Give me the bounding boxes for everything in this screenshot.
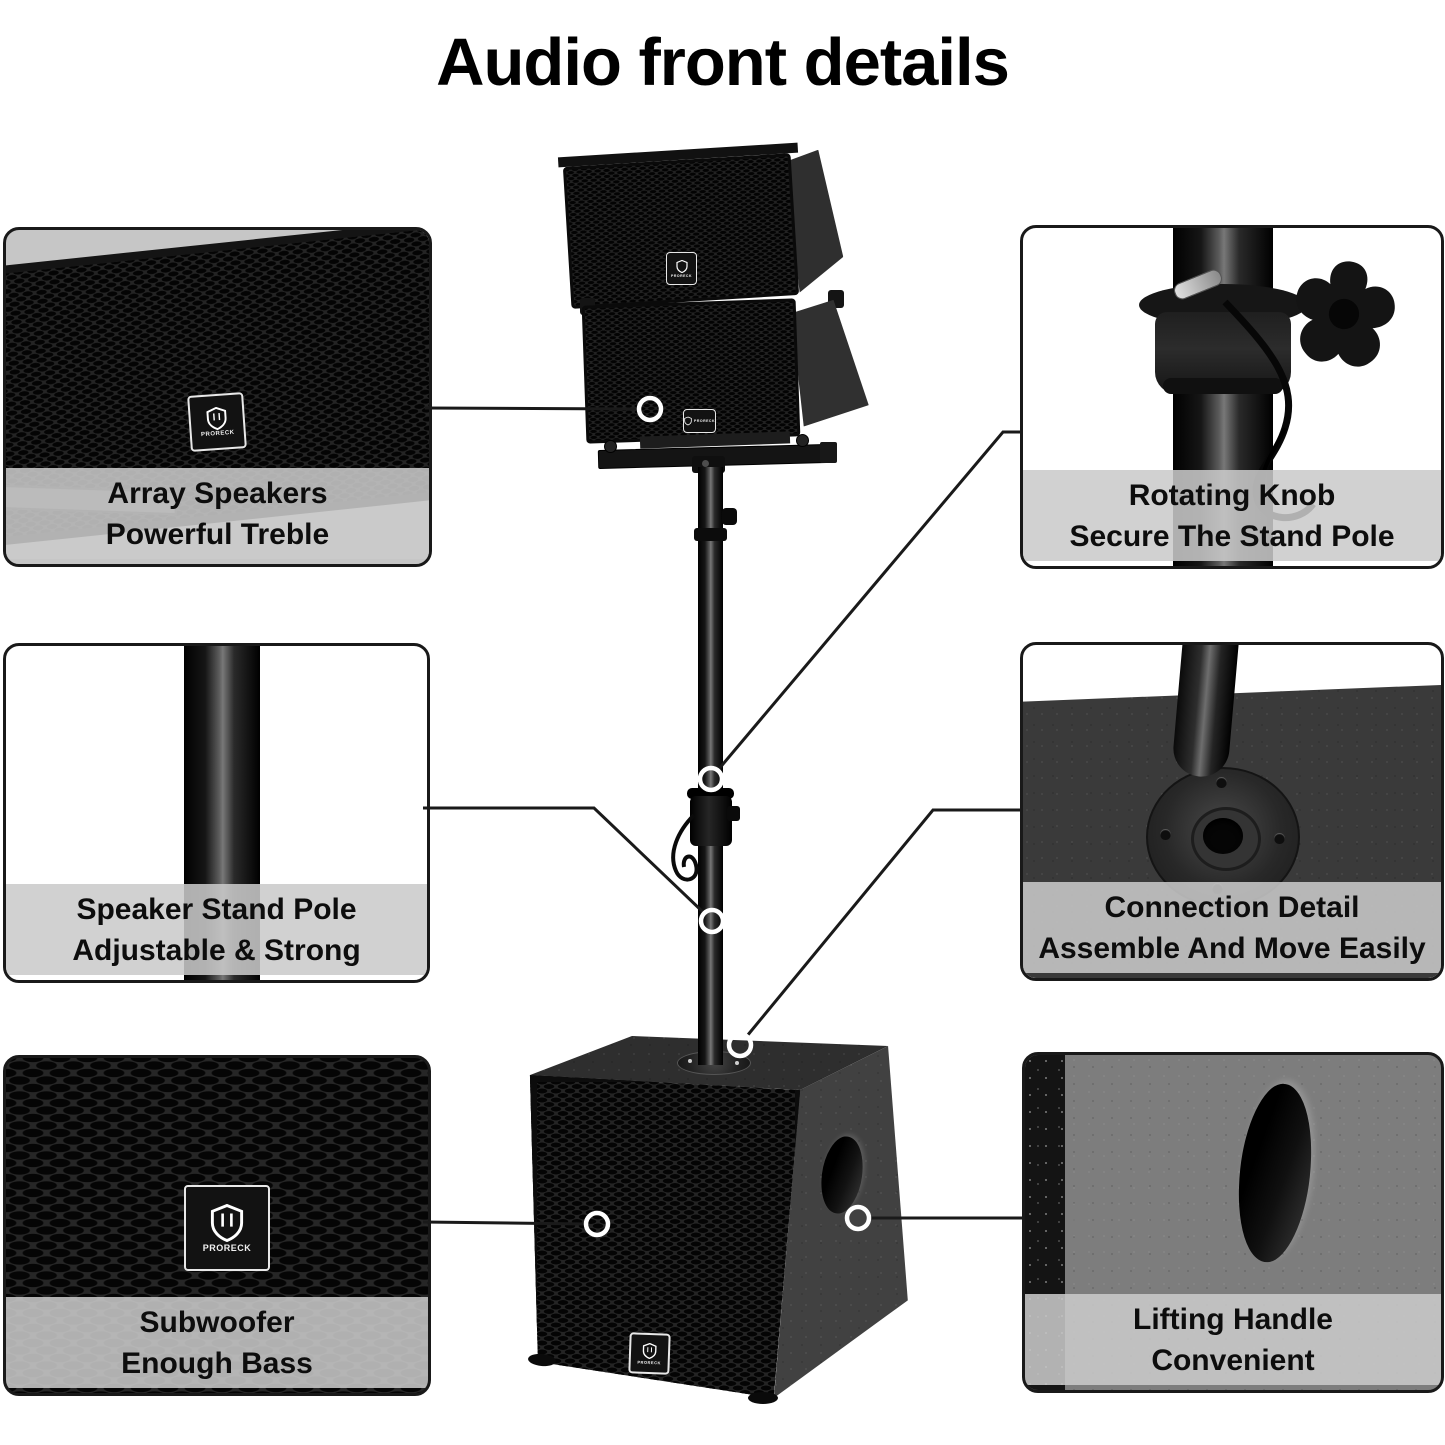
- shield-icon: [675, 259, 688, 273]
- brand-badge-subwoofer: PRORECK: [628, 1332, 671, 1375]
- subwoofer-foot: [748, 1392, 778, 1404]
- brand-badge-top-speaker: PRORECK: [666, 252, 697, 285]
- shield-icon: [684, 416, 692, 426]
- caption-line: Powerful Treble: [105, 517, 330, 551]
- caption-line: Lifting Handle: [1133, 1302, 1333, 1336]
- array-speaker-bottom-side-panel: [791, 299, 869, 426]
- callout-card-lifting-handle: Lifting Handle Convenient: [1022, 1052, 1444, 1393]
- flange-screw: [688, 1059, 692, 1063]
- callout-card-connection-detail: Connection Detail Assemble And Move Easi…: [1020, 642, 1444, 981]
- caption-line: Secure The Stand Pole: [1069, 519, 1395, 553]
- pole-clamp-knob: [722, 508, 737, 525]
- caption-line: Convenient: [1151, 1343, 1315, 1377]
- pole-socket-hole: [1203, 818, 1243, 854]
- tray-hub-screw: [702, 460, 709, 467]
- handle-hole-closeup: [1229, 1078, 1321, 1268]
- tray-wing-screw-left: [604, 440, 617, 453]
- flange-screw: [1274, 833, 1285, 844]
- shield-icon: [642, 1342, 657, 1359]
- stand-pole: [698, 467, 723, 1065]
- star-knob-icon: [1296, 261, 1395, 367]
- safety-lanyard: [671, 813, 699, 882]
- caption-stand-pole: Speaker Stand Pole Adjustable & Strong: [6, 884, 427, 975]
- caption-subwoofer: Subwoofer Enough Bass: [6, 1297, 428, 1388]
- caption-line: Array Speakers: [107, 476, 328, 510]
- callout-card-subwoofer: PRORECK Subwoofer Enough Bass: [3, 1055, 431, 1396]
- caption-line: Subwoofer: [139, 1305, 295, 1339]
- shield-icon: [210, 1203, 244, 1242]
- flange-screw: [1160, 829, 1171, 840]
- clamp-ring: [1163, 378, 1283, 394]
- tray-wing-screw-right: [796, 434, 809, 447]
- tray-end-cap: [820, 442, 837, 463]
- callout-card-stand-pole: Speaker Stand Pole Adjustable & Strong: [3, 643, 430, 983]
- caption-line: Connection Detail: [1104, 890, 1360, 924]
- caption-line: Enough Bass: [121, 1346, 313, 1380]
- caption-line: Adjustable & Strong: [72, 933, 361, 967]
- brand-badge-subwoofer-closeup: PRORECK: [184, 1185, 270, 1271]
- coupler-knob: [727, 806, 740, 821]
- array-speaker-top: [562, 153, 800, 309]
- shield-icon: [206, 406, 227, 431]
- flange-screw: [1216, 777, 1227, 788]
- caption-lifting-handle: Lifting Handle Convenient: [1025, 1294, 1441, 1385]
- pole-collar: [694, 528, 727, 541]
- page-title: Audio front details: [436, 25, 1010, 100]
- caption-connection-detail: Connection Detail Assemble And Move Easi…: [1023, 882, 1441, 973]
- caption-line: Rotating Knob: [1128, 478, 1336, 512]
- flange-screw: [735, 1061, 739, 1065]
- brand-badge-closeup: PRORECK: [187, 392, 247, 452]
- callout-card-array-speakers: PRORECK Array Speakers Powerful Treble: [3, 227, 432, 567]
- pole-coupler-ring: [687, 788, 734, 799]
- callout-card-rotating-knob: Rotating Knob Secure The Stand Pole: [1020, 225, 1444, 569]
- caption-line: Speaker Stand Pole: [76, 892, 357, 926]
- caption-array-speakers: Array Speakers Powerful Treble: [6, 468, 429, 559]
- caption-rotating-knob: Rotating Knob Secure The Stand Pole: [1023, 470, 1441, 561]
- brand-badge-bottom-speaker: PRORECK: [683, 409, 716, 433]
- caption-line: Assemble And Move Easily: [1038, 931, 1426, 965]
